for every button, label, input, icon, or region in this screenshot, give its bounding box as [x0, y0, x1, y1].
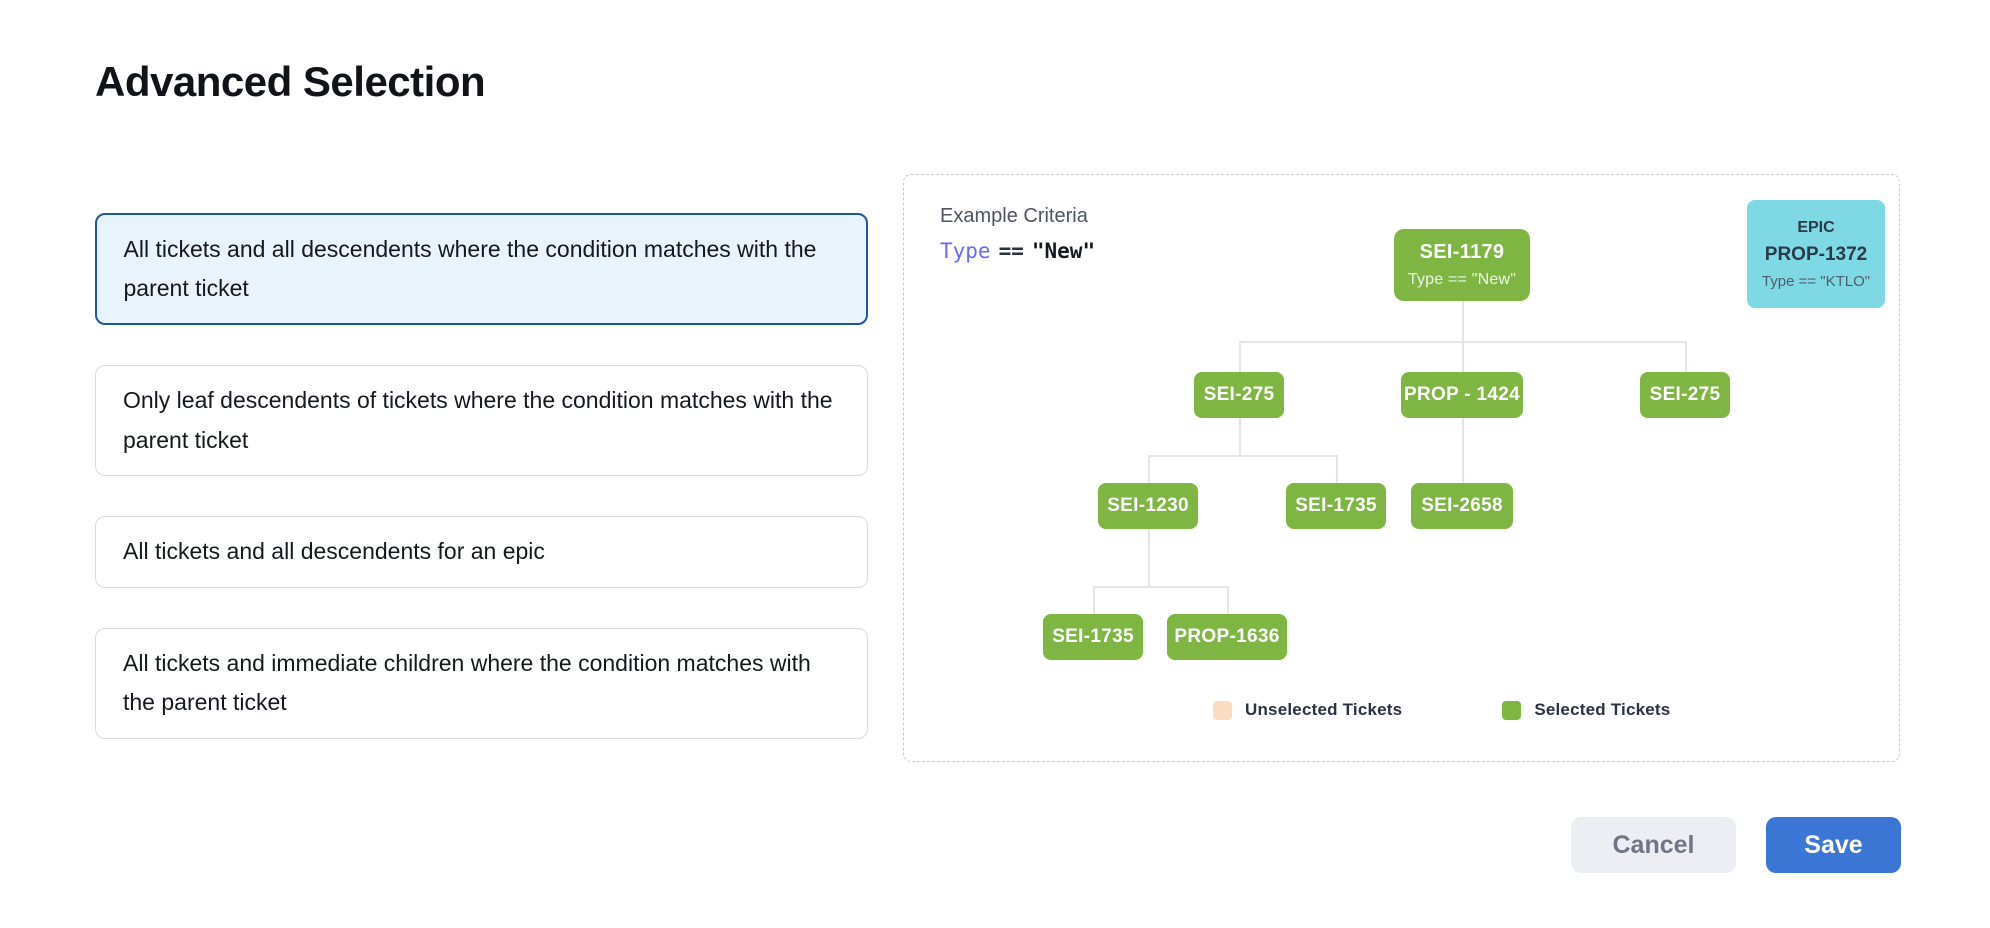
tree-node-label: SEI-1179 [1419, 241, 1505, 263]
epic-card-type: EPIC [1797, 218, 1835, 236]
save-button[interactable]: Save [1766, 817, 1901, 873]
epic-card-condition: Type == "KTLO" [1761, 272, 1871, 290]
tree-node-label: SEI-1735 [1052, 626, 1134, 647]
tree-connector [1227, 586, 1229, 614]
selected-tickets-swatch [1502, 700, 1522, 720]
tree-node-label: PROP - 1424 [1404, 384, 1520, 405]
legend-label: Unselected Tickets [1245, 700, 1403, 719]
option-all-descendents-epic[interactable]: All tickets and all descendents for an e… [95, 516, 868, 588]
tree-connector [1239, 341, 1241, 372]
tree-node-label: SEI-275 [1649, 384, 1721, 405]
tree-node-label: SEI-1735 [1295, 495, 1377, 516]
page-title: Advanced Selection [95, 58, 486, 105]
tree-node-label: SEI-2658 [1421, 495, 1503, 516]
cancel-button[interactable]: Cancel [1571, 817, 1736, 873]
epic-card: EPIC PROP-1372 Type == "KTLO" [1747, 200, 1885, 308]
legend-item-selected: Selected Tickets [1502, 700, 1670, 720]
legend-item-unselected: Unselected Tickets [1213, 700, 1402, 720]
criteria-operator: == [998, 239, 1024, 263]
legend-label: Selected Tickets [1534, 700, 1671, 719]
unselected-tickets-swatch [1213, 700, 1232, 720]
tree-node: PROP - 1424 [1401, 372, 1523, 418]
tree-connector [1336, 455, 1338, 483]
tree-connector [1239, 418, 1241, 455]
option-immediate-children-condition[interactable]: All tickets and immediate children where… [95, 627, 868, 739]
tree-node: SEI-2658 [1411, 483, 1513, 529]
criteria-field: Type [940, 239, 991, 263]
tree-connector [1093, 586, 1227, 588]
tree-connector [1685, 341, 1687, 372]
criteria-value: "New" [1031, 239, 1096, 263]
tree-node: PROP-1636 [1167, 614, 1287, 660]
tree-node-label: SEI-275 [1203, 384, 1275, 405]
epic-card-id: PROP-1372 [1764, 243, 1868, 265]
option-all-descendents-condition[interactable]: All tickets and all descendents where th… [95, 213, 868, 326]
tree-node-label: PROP-1636 [1174, 626, 1280, 647]
tree-connector [1462, 418, 1464, 483]
option-list: All tickets and all descendents where th… [95, 213, 868, 739]
tree-node-condition: Type == "New" [1407, 271, 1517, 288]
tree-connector [1462, 301, 1464, 341]
example-criteria-heading: Example Criteria [940, 205, 1088, 227]
tree-connector [1148, 455, 1150, 483]
option-leaf-descendents-condition[interactable]: Only leaf descendents of tickets where t… [95, 365, 868, 477]
legend: Unselected Tickets Selected Tickets [1213, 700, 1670, 720]
tree-connector [1148, 455, 1336, 457]
tree-node: SEI-1735 [1043, 614, 1143, 660]
tree-node-root: SEI-1179 Type == "New" [1394, 229, 1530, 301]
example-diagram-panel: Example Criteria Type == "New" SEI-1179 Ty… [903, 174, 1900, 762]
tree-node-label: SEI-1230 [1107, 495, 1189, 516]
tree-node: SEI-275 [1640, 372, 1730, 418]
tree-connector [1148, 529, 1150, 586]
tree-node: SEI-1230 [1098, 483, 1198, 529]
tree-node: SEI-275 [1194, 372, 1284, 418]
tree-connector [1462, 341, 1464, 372]
tree-connector [1093, 586, 1095, 614]
example-criteria-code: Type == "New" [940, 239, 1095, 263]
tree-node: SEI-1735 [1286, 483, 1386, 529]
